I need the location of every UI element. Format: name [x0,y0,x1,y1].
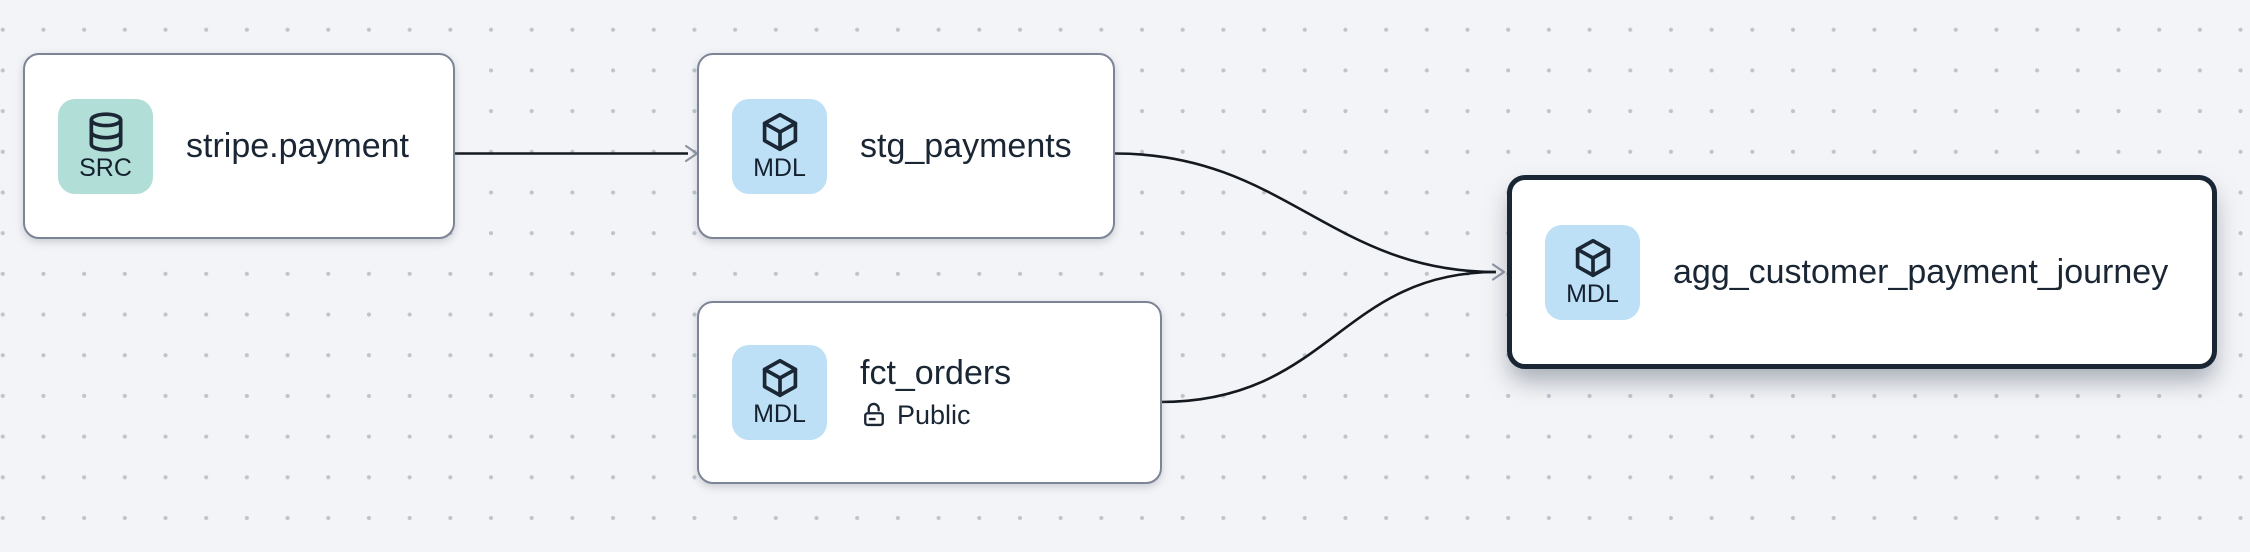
cube-icon [1575,238,1610,277]
node-label: fct_orders [860,354,1012,393]
access-label: Public [897,400,971,431]
lineage-node-fct-orders[interactable]: MDL fct_orders Public [697,301,1162,484]
resource-type-badge-model: MDL [732,345,827,440]
lock-open-icon [864,403,884,427]
badge-label: MDL [1566,279,1619,308]
database-icon [89,112,122,152]
edge-fct-orders-to-agg [1159,270,1497,404]
cube-icon [762,112,797,151]
node-text-column: fct_orders Public [860,353,1011,431]
access-meta-row: Public [860,399,1011,431]
lineage-node-stripe-payment[interactable]: SRC stripe.payment [23,53,455,239]
cube-icon [762,359,797,398]
badge-label: MDL [753,153,806,182]
badge-label: SRC [79,153,132,182]
badge-label: MDL [753,400,806,429]
resource-type-badge-model: MDL [1545,224,1640,320]
lineage-node-agg-customer-payment-journey[interactable]: MDL agg_customer_payment_journey [1507,175,2217,369]
arrowhead-icon [1491,263,1506,281]
resource-type-badge-model: MDL [732,98,827,194]
node-label: stg_payments [860,126,1072,165]
node-label: agg_customer_payment_journey [1673,252,2169,291]
node-label: stripe.payment [186,126,409,165]
resource-type-badge-source: SRC [58,98,153,194]
lineage-node-stg-payments[interactable]: MDL stg_payments [697,53,1115,239]
edge-stg-payments-to-agg [1114,152,1497,274]
